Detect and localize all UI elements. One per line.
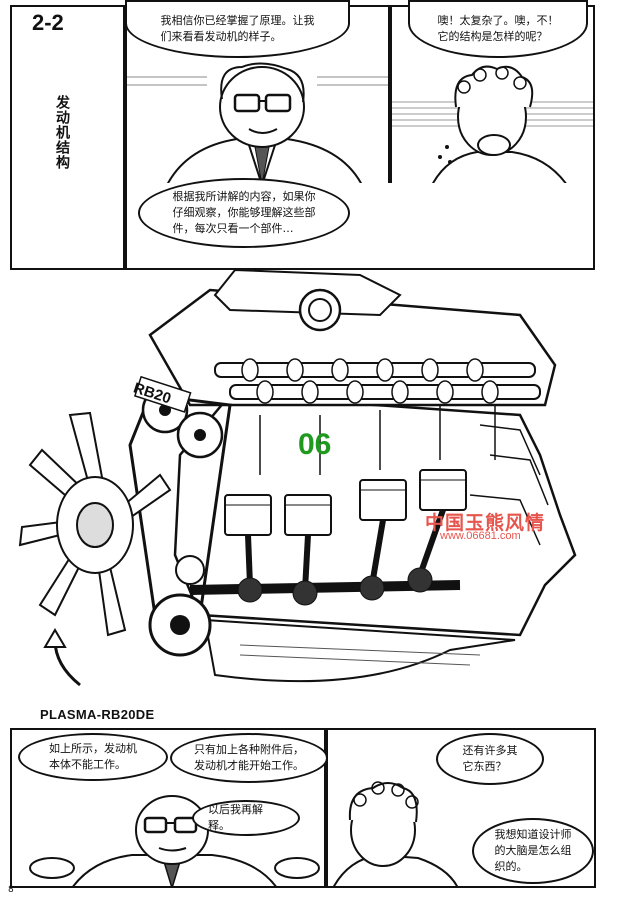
speech-bubble-professor-1: 我相信你已经掌握了原理。让我 们来看看发动机的样子。: [125, 0, 350, 58]
watermark-text: 中国玉熊风情: [425, 512, 546, 534]
page-number: 8: [8, 885, 14, 895]
speech-bubble-girl-3: 我想知道设计师 的大脑是怎么组 织的。: [472, 818, 594, 884]
engine-illustration: [18, 268, 577, 687]
intake-manifold: [213, 268, 402, 317]
girl-illustration: [392, 65, 593, 183]
speech-bubble-professor-5: 以后我再解释。: [192, 800, 300, 836]
girl-bottom-illustration: [333, 781, 458, 886]
speech-bubble-girl-1: 噢！太复杂了。噢，不！ 它的结构是怎样的呢？: [408, 0, 588, 58]
section-title: 发动机结构: [54, 95, 70, 170]
watermark-url: www.06681.com: [440, 530, 521, 542]
engine-model-label: PLASMA-RB20DE: [40, 707, 155, 722]
cooling-fan: [18, 411, 172, 637]
section-header-panel: [10, 5, 125, 270]
speech-bubble-professor-3: 如上所示，发动机 本体不能工作。: [18, 733, 168, 781]
speech-bubble-professor-2: 根据我所讲解的内容，如果你 仔细观察，你能够理解这些部 件，每次只看一个部件…: [138, 178, 350, 248]
section-number: 2-2: [32, 10, 64, 35]
speech-bubble-girl-2: 还有许多其 它东西？: [436, 733, 544, 785]
professor-shrug-illustration: [29, 795, 320, 886]
watermark-number: 06: [298, 428, 332, 461]
professor-illustration: [127, 62, 388, 183]
speech-bubble-professor-4: 只有加上各种附件后， 发动机才能开始工作。: [170, 733, 328, 783]
